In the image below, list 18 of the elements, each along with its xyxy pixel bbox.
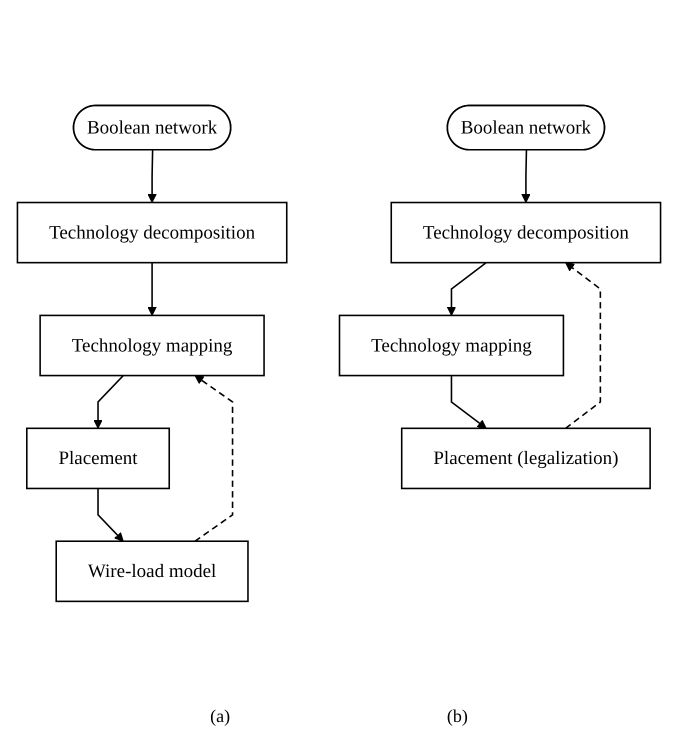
- arrow: [446, 262, 487, 316]
- node-box: Placement (legalization): [400, 427, 651, 489]
- arrow: [194, 374, 234, 542]
- node-box: Technology mapping: [39, 314, 265, 376]
- arrow: [521, 150, 531, 203]
- node-box: Technology mapping: [338, 314, 564, 376]
- arrow: [97, 488, 124, 542]
- node-box: Technology decomposition: [390, 201, 662, 264]
- node-box: Placement: [26, 427, 170, 489]
- arrow: [147, 262, 157, 316]
- arrow: [93, 374, 124, 428]
- arrow: [450, 375, 487, 428]
- arrow: [147, 150, 157, 203]
- panel-label: (b): [446, 706, 468, 727]
- node-box: Wire-load model: [55, 540, 249, 602]
- node-box: Technology decomposition: [16, 201, 288, 264]
- arrow: [565, 262, 602, 429]
- panel-label: (a): [210, 706, 230, 727]
